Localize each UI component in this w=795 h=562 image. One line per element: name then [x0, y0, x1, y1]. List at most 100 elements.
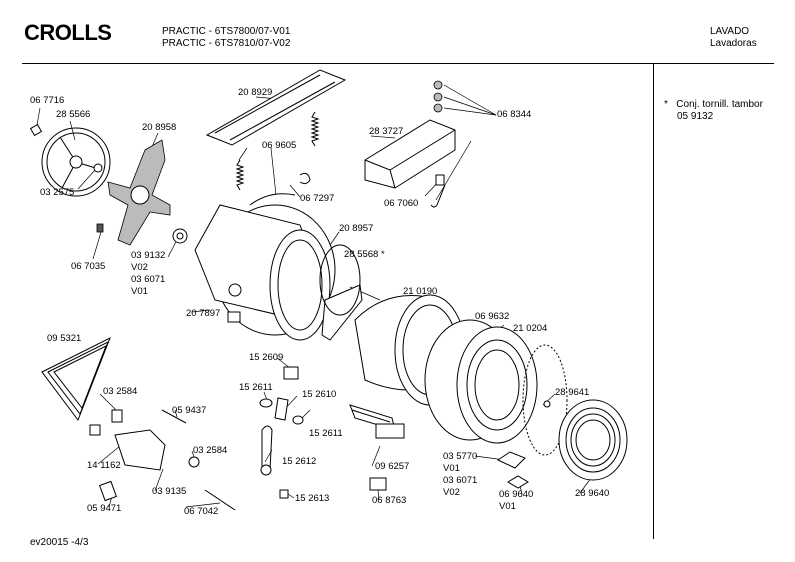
part-label: 06 7297 — [300, 193, 334, 204]
part-label: 20 7897 — [186, 308, 220, 319]
part-label: 15 2611 — [239, 382, 273, 393]
part-label: 15 2611 — [309, 428, 343, 439]
part-label: 06 7060 — [384, 198, 418, 209]
bushing-icon-2 — [89, 424, 101, 436]
part-label: 15 2610 — [302, 389, 336, 400]
part-label: 03 9132 — [131, 250, 165, 261]
note-asterisk: * — [664, 99, 668, 110]
part-label: 03 6071 — [131, 274, 165, 285]
model-line-2: PRACTIC - 6TS7810/07-V02 — [162, 38, 291, 49]
part-label: 03 2584 — [103, 386, 137, 397]
clip-icon-3 — [507, 475, 529, 489]
part-label: 06 7716 — [30, 95, 64, 106]
note-part-number: 05 9132 — [677, 111, 714, 122]
part-label: 06 9640 — [499, 489, 533, 500]
nut-icon-2 — [435, 174, 445, 186]
part-label: 09 5321 — [47, 333, 81, 344]
part-label: 06 8344 — [497, 109, 531, 120]
part-label: 03 6071 — [443, 475, 477, 486]
part-label: V02 — [443, 487, 460, 498]
screw-icon — [29, 123, 43, 137]
part-label: 06 7035 — [71, 261, 105, 272]
bearing-icon — [172, 228, 188, 244]
clip-icon — [299, 172, 311, 185]
lever-icon — [321, 284, 363, 341]
part-label: 14 1162 — [87, 460, 121, 471]
belt-group — [41, 336, 111, 422]
suspension-group — [205, 69, 347, 206]
category-subtitle: Lavadoras — [710, 38, 757, 49]
notes-divider — [653, 63, 654, 539]
spring-icon — [235, 159, 245, 191]
part-label: V01 — [131, 286, 148, 297]
clip-icon-2 — [496, 451, 526, 469]
note-text: Conj. tornill. tambor — [676, 99, 763, 110]
washer-icon-2 — [433, 92, 443, 102]
grommet-icon-2 — [292, 415, 304, 425]
part-label: 03 9135 — [152, 486, 186, 497]
part-label: 28 3727 — [369, 126, 403, 137]
part-label: 28 5566 — [56, 109, 90, 120]
pulley-rim-icon — [46, 132, 106, 192]
part-label: V01 — [443, 463, 460, 474]
heater-flange-icon — [375, 423, 405, 439]
part-label: 20 8929 — [238, 87, 272, 98]
long-bolt-icon — [204, 489, 236, 511]
pulley-group — [29, 123, 111, 233]
small-parts-group — [259, 366, 304, 499]
part-label: 05 9437 — [172, 405, 206, 416]
part-label: 28 5568 * — [344, 249, 385, 260]
seal-icon — [319, 244, 361, 316]
part-label: V02 — [131, 262, 148, 273]
grommet-icon — [259, 398, 273, 408]
nut-icon-3 — [188, 456, 200, 468]
drum-group — [354, 294, 628, 481]
clamp-ring-icon — [522, 344, 568, 456]
bracket-icon — [283, 366, 299, 380]
capacitor-icon — [98, 480, 118, 502]
footer-code: ev20015 -4/3 — [30, 537, 89, 548]
pulley-wheel-icon — [41, 127, 111, 197]
notes-panel: * Conj. tornill. tambor 05 9132 — [664, 99, 763, 123]
door-seal-icon — [558, 399, 628, 481]
sensor-icon — [369, 477, 387, 491]
part-label: 28 9640 — [575, 488, 609, 499]
wire-icon — [249, 193, 296, 206]
part-label: 06 9605 — [262, 140, 296, 151]
pump-group — [89, 409, 236, 511]
part-label: 15 2612 — [282, 456, 316, 467]
spring-icon-2 — [310, 111, 320, 147]
washer-icon-3 — [433, 103, 443, 113]
rear-tub-group — [194, 204, 363, 341]
part-label: 15 2613 — [295, 493, 329, 504]
part-label: 03 2584 — [193, 445, 227, 456]
pin-icon — [279, 489, 289, 499]
part-labels: 06 7716 28 5566 20 8958 03 2575 06 7035 … — [30, 87, 609, 517]
part-label: 20 8958 — [142, 122, 176, 133]
part-label: 20 8957 — [339, 223, 373, 234]
part-label: 06 7042 — [184, 506, 218, 517]
category-title: LAVADO — [710, 26, 750, 37]
part-label: 21 0190 — [403, 286, 437, 297]
counterweight-group — [364, 80, 456, 208]
part-label: 05 9471 — [87, 503, 121, 514]
clamp-icon — [161, 409, 187, 424]
part-label: 21 0204 — [513, 323, 547, 334]
header-divider — [22, 63, 774, 64]
part-label: 28 9641 — [555, 387, 589, 398]
heater-group — [349, 404, 529, 491]
nut-icon — [433, 80, 443, 90]
brand-logo: CROLLS — [24, 20, 112, 45]
part-label: V01 — [499, 501, 516, 512]
part-label: 03 2575 — [40, 187, 74, 198]
counterweight-icon — [364, 119, 456, 189]
part-label: 09 6257 — [375, 461, 409, 472]
part-label: 06 8763 — [372, 495, 406, 506]
bushing-icon — [111, 409, 123, 423]
part-label: 03 5770 — [443, 451, 477, 462]
part-label: 15 2609 — [249, 352, 283, 363]
drive-belt-icon — [41, 336, 111, 422]
plate-icon — [274, 397, 289, 421]
bolt-icon — [96, 223, 104, 233]
